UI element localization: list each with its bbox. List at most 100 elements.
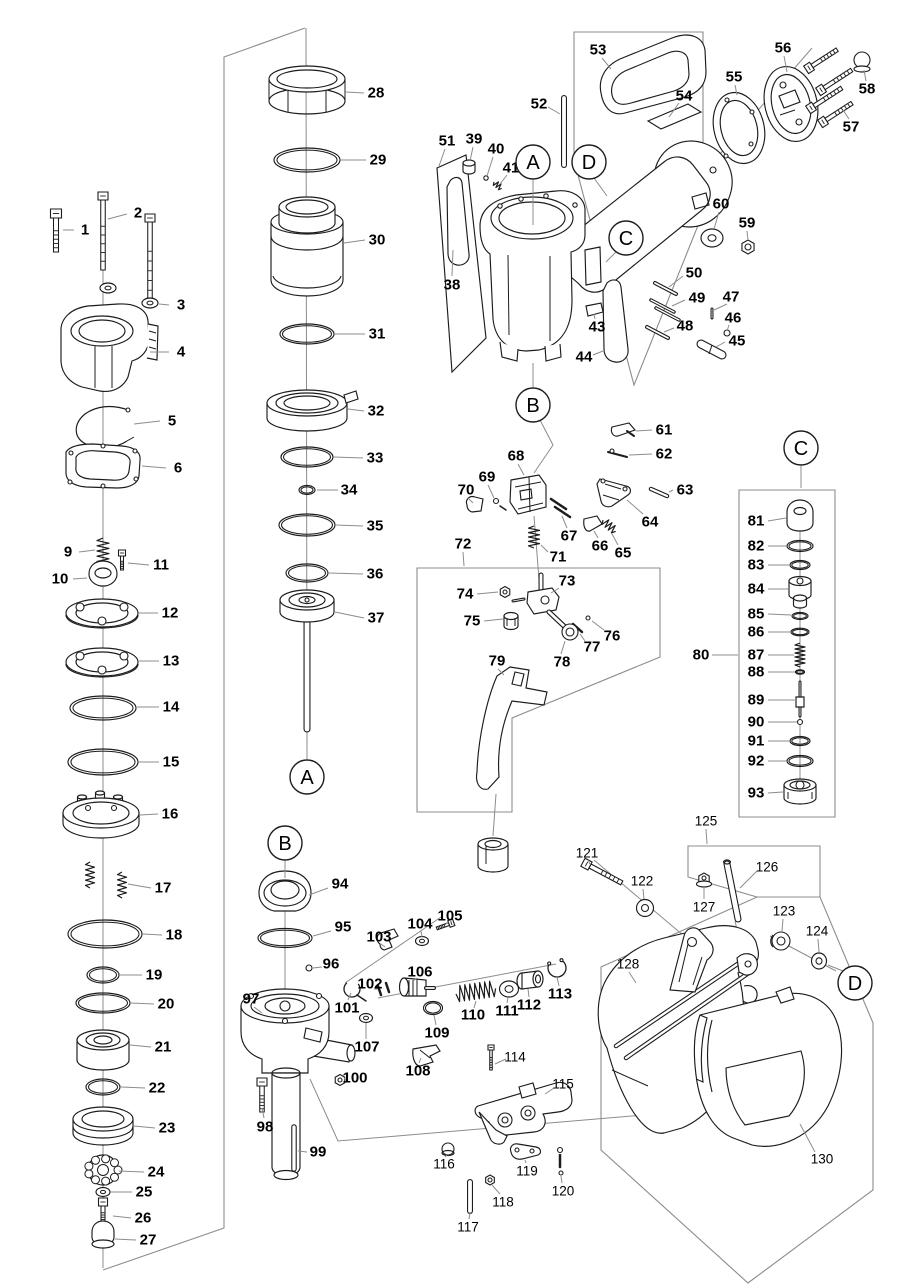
callout-letter-C: C <box>794 438 808 460</box>
leader-line-111 <box>506 996 509 1004</box>
part-number-56: 56 <box>775 40 792 57</box>
part-number-53: 53 <box>590 42 607 59</box>
leader-line-106 <box>412 977 418 982</box>
leader-line-123 <box>781 918 784 932</box>
pin-outline <box>626 430 635 437</box>
callout-letter-C: C <box>619 228 633 250</box>
part-number-95: 95 <box>335 919 352 936</box>
part-dot <box>132 448 138 454</box>
leader-line-113 <box>556 976 560 987</box>
part-number-57: 57 <box>843 119 860 136</box>
center-line <box>492 793 497 837</box>
part-number-25: 25 <box>136 1184 153 1201</box>
hex-nut <box>741 239 755 255</box>
part-dot <box>776 936 786 946</box>
leader-line-71 <box>540 544 549 553</box>
leader-line-18 <box>142 933 163 936</box>
part-outline <box>646 103 703 130</box>
part-detail-line <box>602 494 620 501</box>
part-number-97: 97 <box>243 991 260 1008</box>
callout-letter-D: D <box>848 973 862 995</box>
washer-hole <box>815 957 823 965</box>
part-number-82: 82 <box>748 538 765 555</box>
bolt-thread <box>837 109 841 114</box>
leader-line-10 <box>72 577 88 580</box>
part-number-54: 54 <box>676 88 693 105</box>
part-number-65: 65 <box>615 545 632 562</box>
bolt-head-slot <box>809 105 813 111</box>
part-outline <box>446 176 470 266</box>
leader-line-120 <box>560 1175 563 1184</box>
part-dot <box>337 1077 343 1083</box>
part-number-16: 16 <box>162 806 179 823</box>
leader-line-40 <box>486 156 494 177</box>
o-ring-outer <box>279 323 335 345</box>
leader-line-17 <box>127 883 152 889</box>
part-dot <box>540 595 550 605</box>
part-number-4: 4 <box>177 344 186 361</box>
pin-core <box>624 970 752 1060</box>
part-dot <box>125 407 131 413</box>
leader-line-114 <box>494 1058 507 1065</box>
part-outline <box>270 235 344 251</box>
o-ring-inner <box>87 1080 119 1094</box>
o-ring-inner <box>70 750 136 774</box>
o-ring-inner <box>70 921 140 947</box>
part-ellipse <box>93 1035 113 1045</box>
leader-line-46 <box>726 324 730 332</box>
o-ring-outer <box>257 927 313 949</box>
part-ellipse <box>81 1110 125 1128</box>
part-number-3: 3 <box>177 297 185 314</box>
part-ellipse <box>270 880 300 900</box>
part-dot <box>796 718 804 726</box>
part-detail-line <box>708 344 713 355</box>
part-outline <box>303 1027 323 1043</box>
leader-line-21 <box>129 1044 152 1048</box>
part-detail-line <box>419 1049 431 1059</box>
part-ellipse <box>532 970 544 988</box>
pin-outline <box>356 994 367 1002</box>
part-number-123: 123 <box>773 904 796 919</box>
part-number-90: 90 <box>748 714 765 731</box>
part-number-49: 49 <box>689 290 706 307</box>
o-ring-inner <box>791 737 809 745</box>
o-ring-inner <box>282 448 332 466</box>
bolt-thread <box>441 924 444 928</box>
part-dot <box>556 1146 564 1154</box>
part-dot <box>100 443 106 449</box>
part-number-73: 73 <box>559 573 576 590</box>
pin-core <box>697 340 726 359</box>
pin-outline <box>553 505 572 519</box>
leader-line-51 <box>438 148 446 167</box>
callout-lead-D <box>593 177 608 197</box>
part-number-103: 103 <box>366 929 391 946</box>
part-dot <box>622 486 628 492</box>
leader-line-95 <box>312 930 332 937</box>
part-dot <box>75 602 85 612</box>
part-number-77: 77 <box>584 639 601 656</box>
part-outline <box>499 341 519 362</box>
callout-letter-A: A <box>300 767 314 789</box>
leader-line-45 <box>715 341 726 348</box>
part-ellipse <box>275 392 339 414</box>
part-outline <box>611 50 690 105</box>
part-number-48: 48 <box>677 318 694 335</box>
pin-core <box>654 282 677 295</box>
part-number-39: 39 <box>466 131 483 148</box>
part-number-112: 112 <box>517 997 541 1014</box>
part-dot <box>492 497 500 505</box>
leader-line-116 <box>444 1154 448 1158</box>
part-outline <box>75 450 131 481</box>
part-number-37: 37 <box>368 610 385 627</box>
o-ring-outer <box>75 992 131 1014</box>
leader-line-73 <box>550 587 560 594</box>
part-dot <box>724 97 730 103</box>
part-number-111: 111 <box>495 1003 518 1020</box>
leader-line-115 <box>544 1087 555 1095</box>
part-ellipse <box>72 801 130 825</box>
leader-line-94 <box>308 887 329 896</box>
leader-line-70 <box>467 497 474 504</box>
part-number-13: 13 <box>163 653 180 670</box>
part-number-24: 24 <box>148 1164 165 1181</box>
leader-line-44 <box>592 350 604 356</box>
